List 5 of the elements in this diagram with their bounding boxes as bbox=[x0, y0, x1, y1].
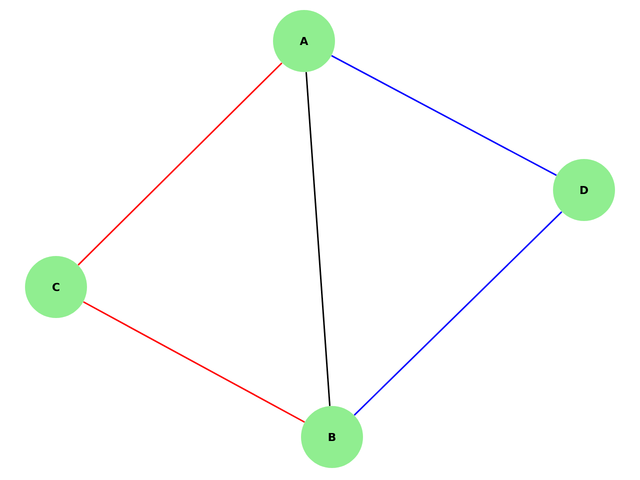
edge-line bbox=[354, 211, 562, 416]
edge-line bbox=[305, 72, 331, 406]
edge-line bbox=[78, 62, 282, 266]
edge-line bbox=[83, 301, 305, 423]
edge-line bbox=[331, 55, 557, 176]
